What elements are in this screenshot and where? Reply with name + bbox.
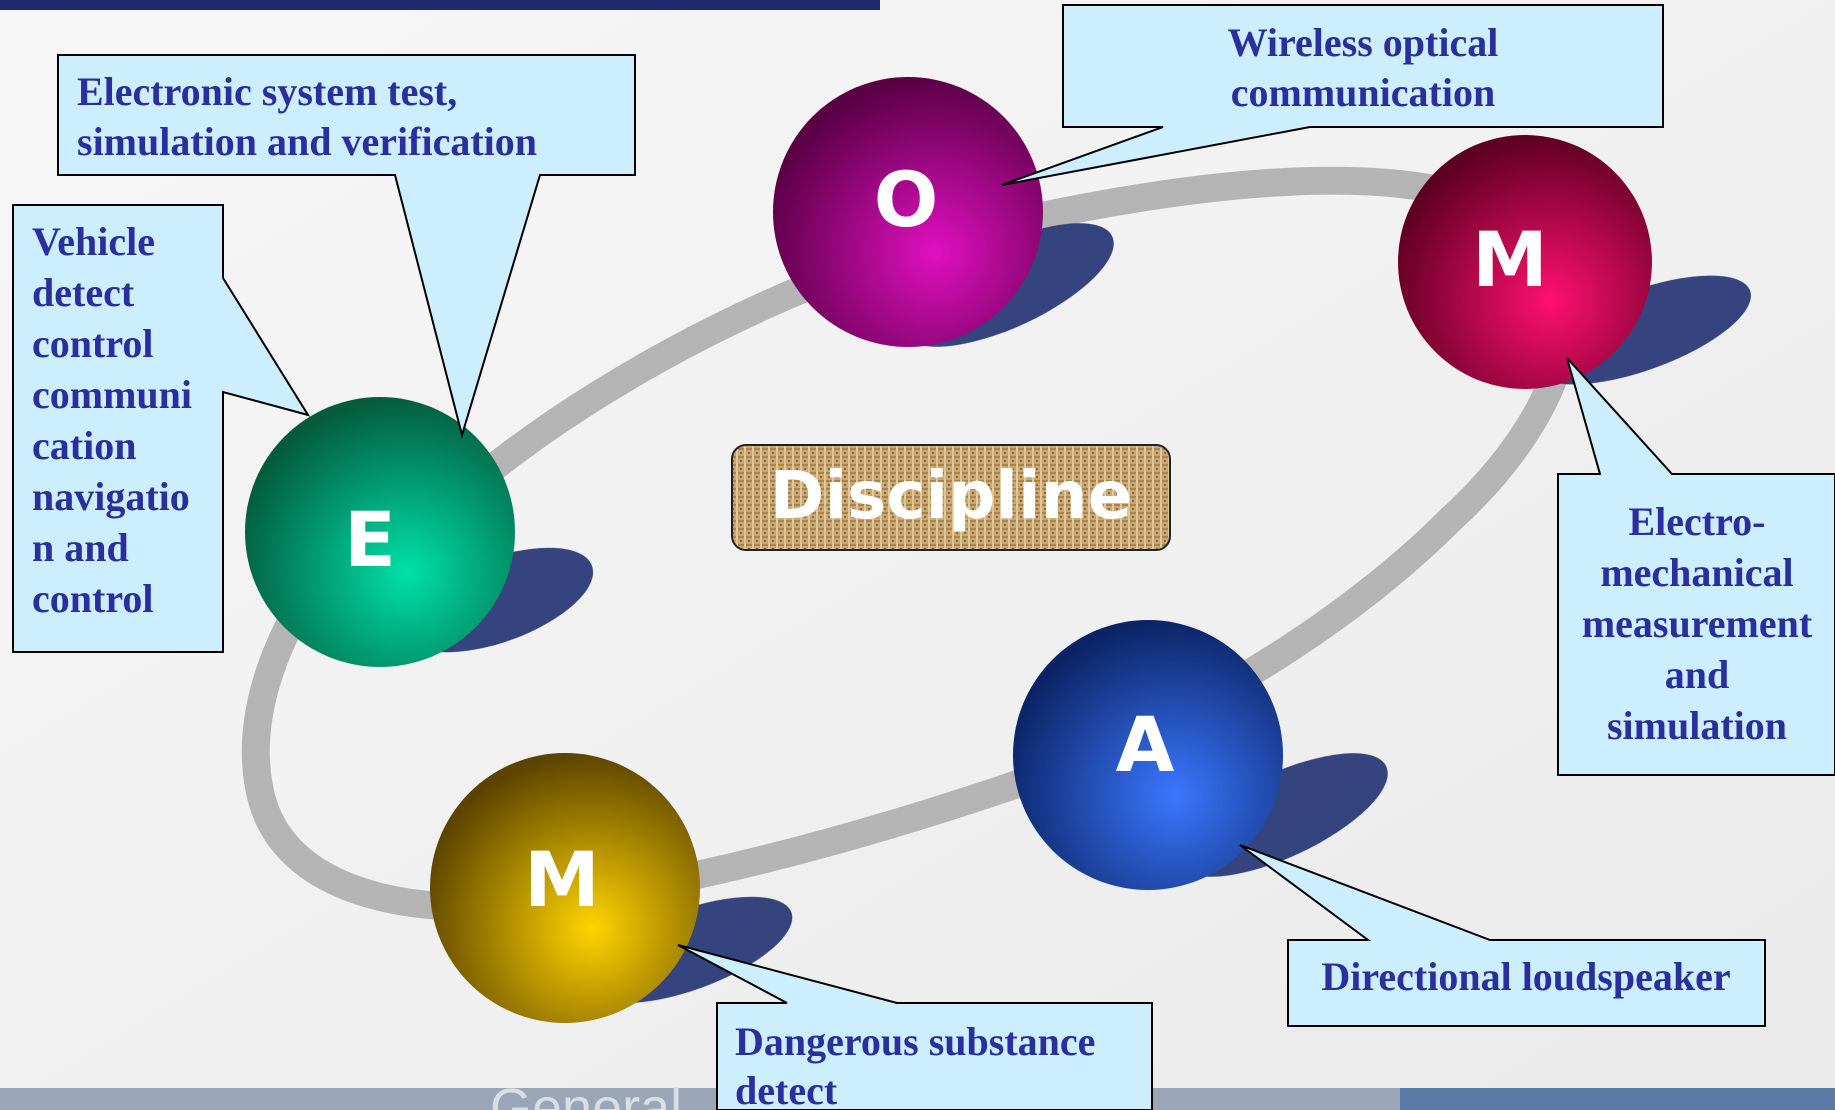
ball-M1 (1398, 135, 1652, 389)
callout-vehicle-line-5: cation (32, 423, 136, 468)
callout-loudspeaker-line-1: Directional loudspeaker (1321, 954, 1730, 999)
callout-dangerous-line-1: Dangerous substance (735, 1019, 1095, 1064)
callout-electromech-line-1: Electro- (1629, 499, 1766, 544)
center-title-plaque: Discipline (731, 444, 1171, 551)
footer-text: General (490, 1078, 682, 1110)
callout-wireless-line-1: Wireless optical (1228, 20, 1499, 65)
callout-electronic-line-1: Electronic system test, (77, 69, 457, 114)
ball-M1-letter: M (1472, 215, 1548, 304)
callout-electro-mechanical: Electro- mechanical measurement and simu… (1557, 357, 1835, 776)
callout-vehicle-line-2: detect (32, 270, 135, 315)
callout-wireless-line-2: communication (1231, 70, 1495, 115)
ball-M2-letter: M (524, 835, 600, 924)
callout-wireless-optical: Wireless optical communication (1001, 4, 1664, 186)
ball-O (773, 77, 1043, 347)
node-M2: M (430, 753, 700, 1023)
callout-vehicle-line-8: control (32, 576, 153, 621)
callout-electronic-line-2: simulation and verification (77, 119, 537, 164)
callout-electromech-line-5: simulation (1607, 703, 1787, 748)
callout-vehicle-line-4: communi (32, 372, 192, 417)
ball-M2 (430, 753, 700, 1023)
callout-vehicle-line-6: navigatio (32, 474, 190, 519)
callout-electromech-line-3: measurement (1582, 601, 1813, 646)
callout-dangerous-line-2: detect (735, 1068, 838, 1110)
center-title: Discipline (770, 457, 1133, 534)
node-A: A (1013, 620, 1283, 890)
node-E: E (245, 397, 515, 667)
callout-vehicle-line-7: n and (32, 525, 129, 570)
callout-vehicle: Vehicle detect control communi cation na… (12, 204, 311, 653)
callout-directional-loudspeaker: Directional loudspeaker (1239, 844, 1766, 1027)
callout-electromech-line-4: and (1665, 652, 1730, 697)
callout-electronic-system-test: Electronic system test, simulation and v… (57, 54, 636, 439)
header-strip (0, 0, 880, 10)
ball-A-letter: A (1116, 700, 1175, 789)
callout-vehicle-line-1: Vehicle (32, 219, 155, 264)
ball-A (1013, 620, 1283, 890)
ball-E-letter: E (344, 495, 396, 584)
node-O: O (773, 77, 1043, 347)
ball-E (245, 397, 515, 667)
node-M1: M (1398, 135, 1652, 389)
ball-O-letter: O (874, 155, 939, 244)
callout-dangerous-substance: Dangerous substance detect (677, 944, 1153, 1110)
callout-vehicle-line-3: control (32, 321, 153, 366)
callout-electromech-line-2: mechanical (1600, 550, 1793, 595)
